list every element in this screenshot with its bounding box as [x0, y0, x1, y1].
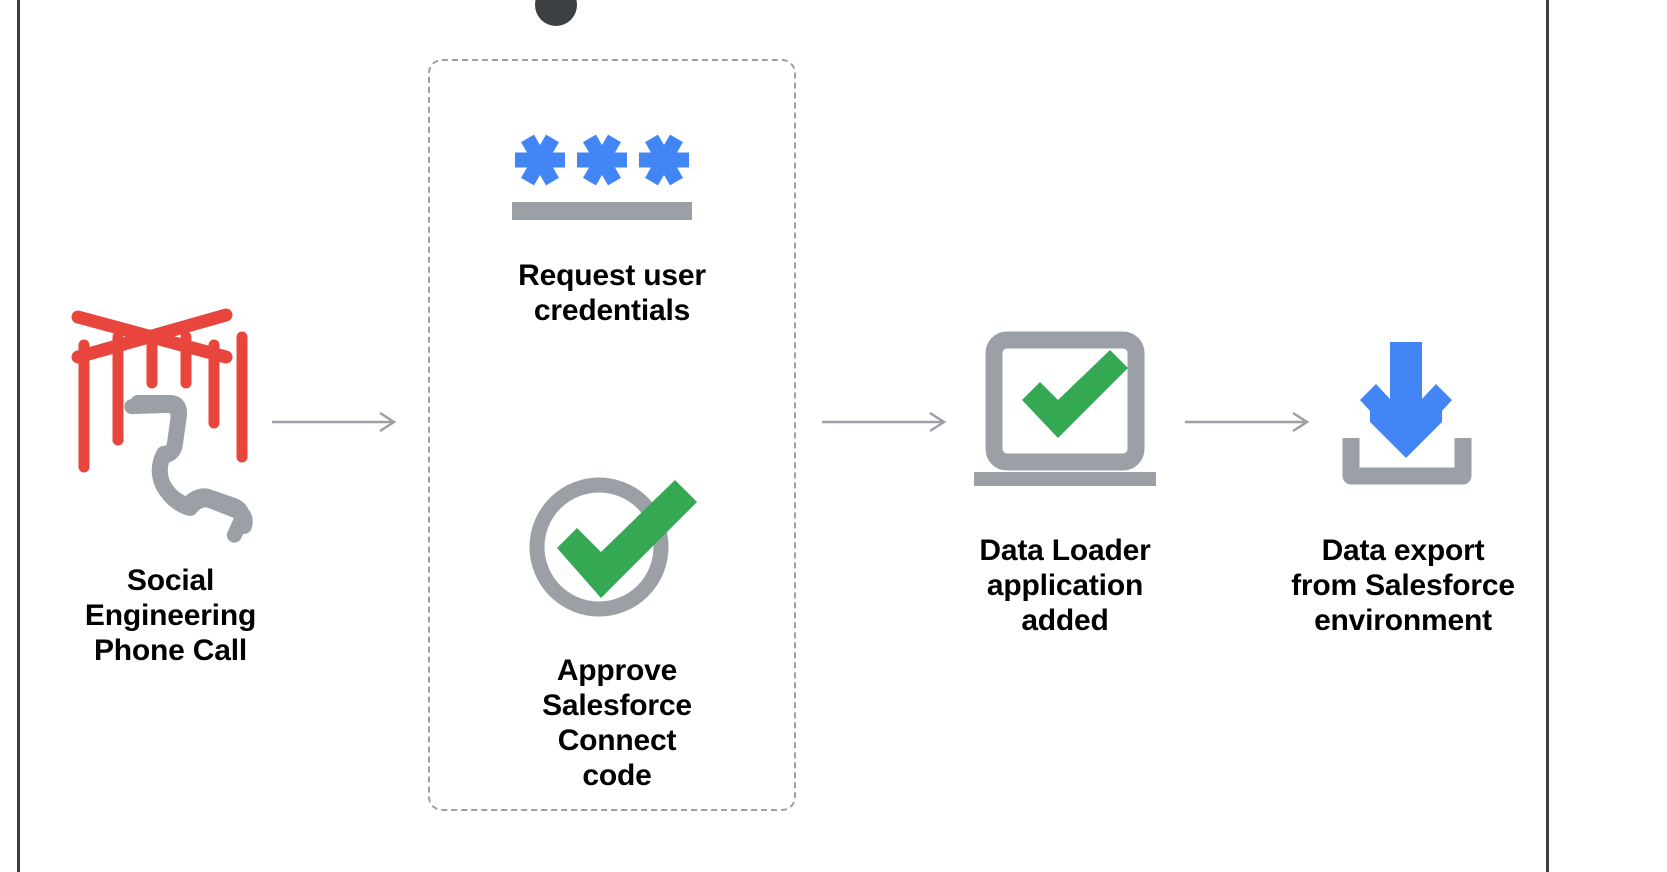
page-left-rule	[17, 0, 20, 872]
step-request-credentials-label: Request user credentials	[518, 259, 706, 327]
download-arrow-icon	[1313, 338, 1493, 493]
attacker-interaction-group-box	[428, 59, 796, 811]
laptop-check-icon	[970, 331, 1160, 493]
check-circle-icon	[527, 470, 707, 625]
bullet-dot-icon	[535, 0, 577, 26]
step-data-loader-added: Data Loader application added	[950, 331, 1180, 638]
step-approve-connect-code-label: Approve Salesforce Connect code	[542, 654, 692, 792]
step-data-export: Data export from Salesforce environment	[1288, 338, 1518, 638]
arrow-social-to-credentials	[272, 410, 402, 434]
step-social-engineering: Social Engineering Phone Call	[58, 305, 283, 668]
step-data-loader-added-label: Data Loader application added	[979, 534, 1151, 637]
page-right-rule	[1546, 0, 1549, 872]
puppet-strings-phone-icon	[66, 305, 276, 543]
arrow-dataloader-to-export	[1185, 410, 1315, 434]
step-approve-connect-code: Approve Salesforce Connect code	[522, 470, 712, 793]
arrow-connect-to-dataloader	[822, 410, 952, 434]
step-social-engineering-label: Social Engineering Phone Call	[84, 564, 257, 667]
step-request-credentials: Request user credentials	[512, 126, 712, 328]
password-asterisks-icon	[512, 126, 712, 226]
step-data-export-label: Data export from Salesforce environment	[1291, 534, 1515, 637]
